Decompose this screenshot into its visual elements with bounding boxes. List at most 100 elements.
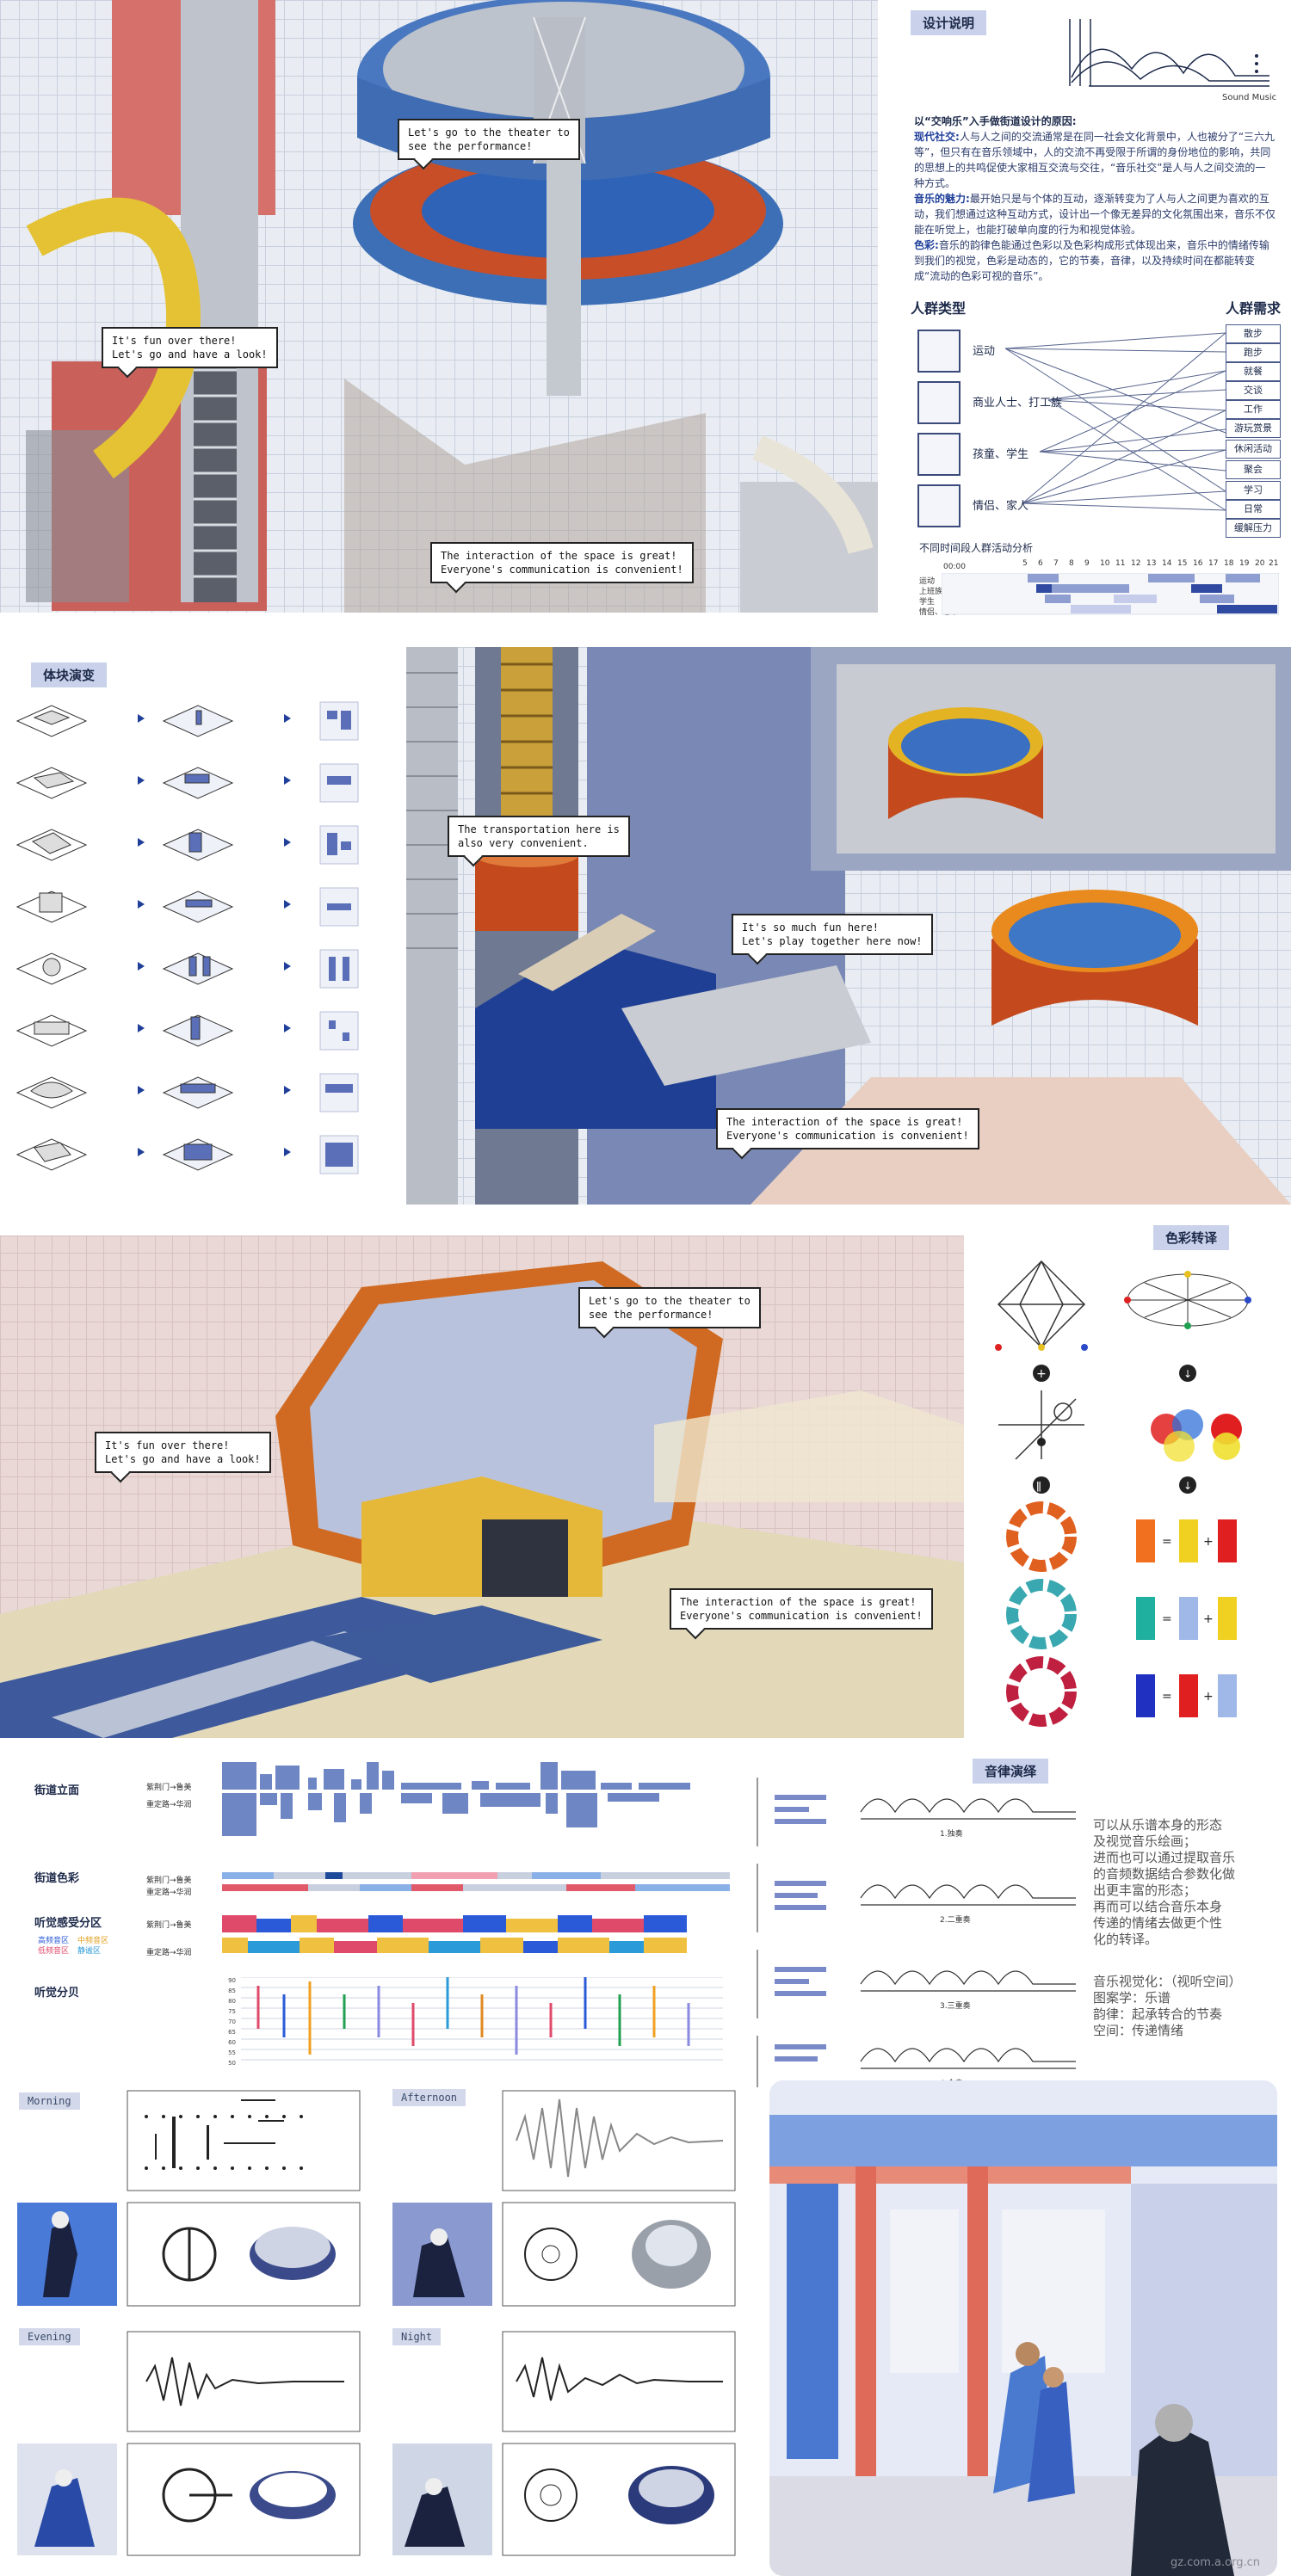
design-intro-title: 以“交响乐”入手做街道设计的原因: (914, 115, 1077, 127)
time-tick-14: 18 (1224, 559, 1234, 568)
decibel-label: 听觉分贝 (34, 1987, 80, 2000)
business-person-icon (917, 381, 961, 424)
need-5: 工作 (1226, 400, 1281, 419)
street2-bubble-transport: The transportation here is also very con… (448, 816, 630, 857)
time-tick-15: 19 (1239, 559, 1250, 568)
svg-text:↓: ↓ (1183, 1480, 1192, 1492)
time-tick-11: 15 (1177, 559, 1188, 568)
crowd-needs-links (1004, 332, 1226, 511)
p2-text: 最开始只是与个体的互动，逐渐转变为了人与人之间更为喜欢的互动，我们想通过这种互动… (914, 193, 1276, 236)
db-tick-3: 80 (228, 1998, 236, 2005)
crowd-analysis: 人群类型 人群需求 运动 商业人士、打工族 孩童、学生 情侣、家人 散步 跑步 … (911, 297, 1281, 538)
street-scene-2 (406, 647, 1291, 1205)
svg-text:=: = (1162, 1612, 1172, 1626)
time-tick-4: 8 (1069, 559, 1074, 568)
zone-row-b: 重定路→华润 (146, 1949, 192, 1957)
hearing-zone-bars (222, 1915, 687, 1953)
svg-text:=: = (1162, 1535, 1172, 1549)
rhythm-item-1: 1.独奏 (940, 1830, 963, 1839)
design-description-tag: 设计说明 (911, 10, 987, 35)
design-paragraph-3: 色彩:音乐的韵律色能通过色彩以及色彩构成形式体现出来，音乐中的情绪传输到我们的视… (914, 237, 1276, 284)
time-tick-10: 14 (1162, 559, 1172, 568)
street-color-bars (222, 1872, 730, 1891)
time-tick-3: 7 (1053, 559, 1059, 568)
sport-person-icon (917, 330, 961, 373)
need-8: 聚会 (1226, 460, 1281, 479)
svg-text:+: + (1203, 1690, 1214, 1704)
db-tick-8: 55 (228, 2049, 236, 2056)
need-4: 交谈 (1226, 381, 1281, 400)
interior-render: gz.com.a.org.cn (769, 2080, 1277, 2576)
theater-scene (0, 1261, 964, 1738)
afternoon-tag: Afternoon (392, 2089, 466, 2106)
p1-text: 人与人之间的交流通常是在同一社会文化背景中，人也被分了“三六九等”，但只有在音乐… (914, 131, 1276, 189)
sound-music-diagram (1069, 19, 1269, 87)
rhythm-item-3: 3.三重奏 (940, 2002, 971, 2011)
need-7: 休闲活动 (1226, 440, 1281, 459)
crowd-type-4: 情侣、家人 (973, 500, 1029, 513)
time-analysis-title: 不同时间段人群活动分析 (919, 542, 1034, 554)
street-facade-label: 街道立面 (34, 1784, 80, 1797)
hero-illustration (0, 0, 878, 613)
db-tick-1: 90 (228, 1977, 236, 1984)
facade-row-b: 重定路→华润 (146, 1801, 192, 1809)
hearing-zone-label: 听觉感受分区 (34, 1917, 102, 1930)
need-1: 散步 (1226, 324, 1281, 343)
sound-music-label: Sound Music (1222, 93, 1277, 102)
svg-text:+: + (1203, 1535, 1214, 1549)
need-11: 缓解压力 (1226, 519, 1281, 538)
time-tick-13: 17 (1208, 559, 1219, 568)
time-tick-1: 5 (1022, 559, 1028, 568)
time-row-3: 学生 (919, 598, 936, 607)
svg-text:ǁ: ǁ (1036, 1480, 1041, 1492)
rhythm-description: 可以从乐谱本身的形态 及视觉音乐绘画； 进而也可以通过提取音乐 的音频数据结合参… (1093, 1817, 1236, 1947)
time-studies (17, 2090, 736, 2556)
rhythm-tag: 音律演绎 (973, 1759, 1049, 1784)
rhythm-visualization: 音乐视觉化：（视听空间） 图案学：乐谱 韵律：起承转合的节奏 空间：传递情绪 (1093, 1974, 1242, 2038)
morning-tag: Morning (19, 2092, 80, 2110)
zone-row-a: 紫荆门→鲁美 (146, 1921, 192, 1930)
svg-text:=: = (1162, 1690, 1172, 1704)
time-tick-5: 9 (1084, 559, 1090, 568)
couple-icon (917, 484, 961, 527)
db-tick-2: 85 (228, 1987, 236, 1994)
p3-text: 音乐的韵律色能通过色彩以及色彩构成形式体现出来，音乐中的情绪传输到我们的视觉，色… (914, 239, 1269, 282)
facade-row-a: 紫荆门→鲁美 (146, 1784, 192, 1792)
db-tick-4: 75 (228, 2008, 236, 2015)
street-illustration-2 (406, 647, 1291, 1205)
interior-scene (769, 2080, 1277, 2576)
need-6: 游玩赏景 (1226, 419, 1281, 438)
db-tick-7: 60 (228, 2039, 236, 2046)
need-9: 学习 (1226, 481, 1281, 500)
crowd-needs-title: 人群需求 (1225, 300, 1281, 317)
theater-bubble-interaction: The interaction of the space is great! E… (670, 1588, 933, 1630)
design-paragraph-2: 音乐的魅力:最开始只是与个体的互动，逐渐转变为了人与人之间更为喜欢的互动，我们想… (914, 191, 1276, 237)
legend-low: 低频音区 (38, 1947, 70, 1956)
p3-heading: 色彩: (914, 239, 939, 251)
hero-bubble-fun: It's fun over there! Let's go and have a… (102, 327, 278, 368)
time-activity-heat (942, 573, 1279, 615)
theater-bubble-fun: It's fun over there! Let's go and have a… (95, 1432, 271, 1473)
time-tick-7: 11 (1115, 559, 1126, 568)
street2-bubble-play: It's so much fun here! Let's play togeth… (732, 914, 933, 955)
night-tag: Night (392, 2328, 442, 2345)
time-tick-9: 13 (1146, 559, 1157, 568)
street-analysis: 街道立面 街道色彩 听觉感受分区 听觉分贝 紫荆门→鲁美 重定路→华润 紫荆门→… (26, 1755, 732, 2067)
svg-text:+: + (1036, 1367, 1047, 1381)
time-tick-2: 6 (1038, 559, 1043, 568)
need-2: 跑步 (1226, 343, 1281, 362)
decibel-axis: 90 85 80 75 70 65 60 55 50 (219, 1975, 236, 2070)
time-tick-6: 10 (1100, 559, 1110, 568)
rhythm-diagrams (757, 1778, 1076, 2087)
time-tick-16: 20 (1255, 559, 1265, 568)
time-tick-12: 16 (1193, 559, 1203, 568)
time-row-4: 情侣、老年 (919, 608, 959, 617)
p2-heading: 音乐的魅力: (914, 193, 970, 205)
db-tick-5: 70 (228, 2018, 236, 2025)
hero-bubble-interaction: The interaction of the space is great! E… (430, 542, 694, 583)
legend-quiet: 静谧区 (77, 1947, 102, 1956)
need-3: 就餐 (1226, 362, 1281, 381)
crowd-type-2: 商业人士、打工族 (973, 397, 1063, 410)
crowd-type-3: 孩童、学生 (973, 448, 1029, 461)
color-row-b: 重定路→华润 (146, 1889, 192, 1897)
